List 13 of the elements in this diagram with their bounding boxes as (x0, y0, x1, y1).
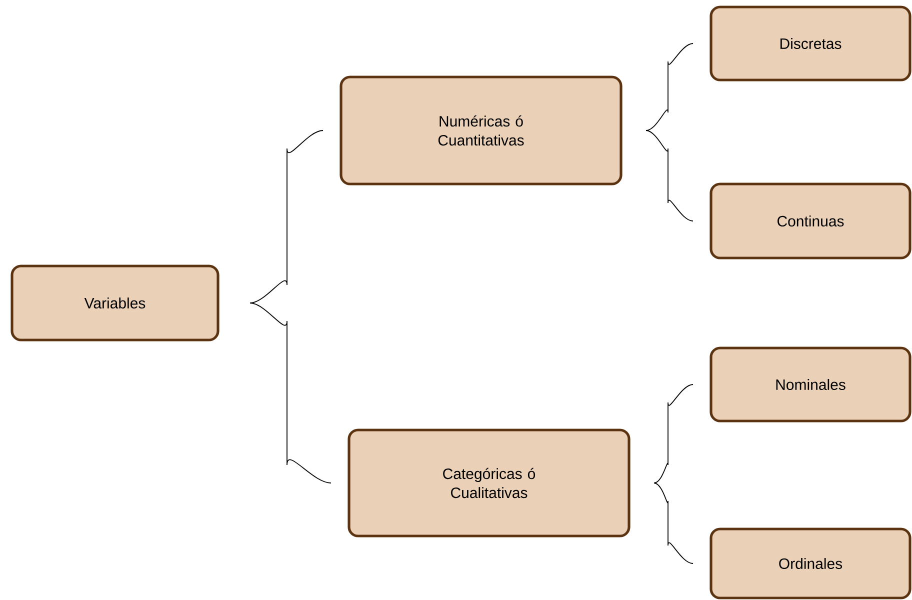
category-box: Discretas (710, 6, 912, 82)
category-box: Nominales (710, 346, 912, 422)
brace-line (654, 482, 694, 564)
brace-line (250, 130, 324, 304)
category-box: Numéricas ó Cuantitativas (340, 76, 622, 186)
category-box: Categóricas ó Cualitativas (348, 428, 630, 538)
brace-line (646, 130, 694, 222)
brace-line (250, 302, 332, 484)
category-box: Continuas (710, 182, 912, 260)
category-box: Ordinales (710, 528, 912, 600)
category-box: Variables (10, 264, 220, 342)
brace-line (654, 384, 694, 484)
brace-line (646, 43, 694, 131)
